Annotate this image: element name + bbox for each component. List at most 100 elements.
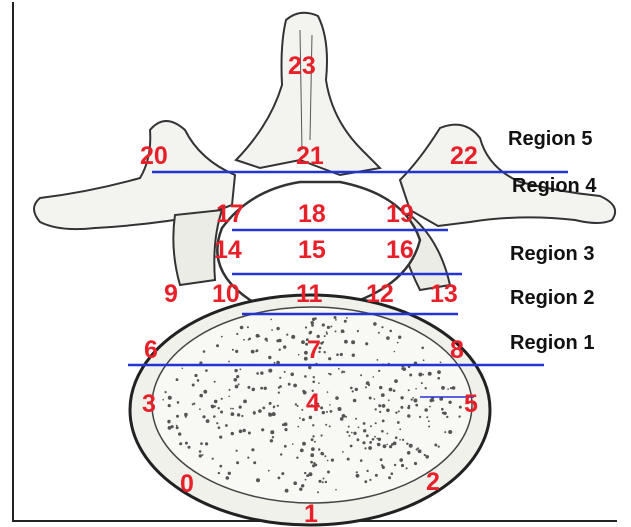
texture-dot: [369, 397, 372, 400]
texture-dot: [216, 422, 218, 424]
texture-dot: [235, 385, 239, 389]
texture-dot: [350, 445, 353, 448]
texture-dot: [248, 338, 251, 341]
region-4-label: Region 4: [512, 175, 597, 197]
texture-dot: [428, 372, 432, 376]
texture-dot: [226, 476, 230, 480]
texture-dot: [304, 472, 306, 474]
texture-dot: [406, 443, 408, 445]
texture-dot: [225, 424, 228, 427]
texture-dot: [310, 453, 314, 457]
texture-dot: [399, 439, 401, 441]
texture-dot: [309, 331, 312, 334]
texture-dot: [346, 317, 348, 319]
texture-dot: [386, 409, 390, 413]
texture-dot: [402, 439, 404, 441]
texture-dot: [288, 383, 291, 386]
texture-dot: [247, 386, 250, 389]
point-label: 8: [450, 336, 464, 364]
texture-dot: [394, 464, 396, 466]
texture-dot: [375, 474, 378, 477]
texture-dot: [329, 404, 331, 406]
texture-dot: [276, 339, 279, 342]
texture-dot: [260, 387, 263, 390]
texture-dot: [395, 412, 397, 414]
texture-dot: [176, 415, 179, 418]
texture-dot: [256, 334, 260, 338]
texture-dot: [360, 459, 363, 462]
texture-dot: [331, 459, 334, 462]
texture-dot: [232, 408, 234, 410]
texture-dot: [282, 423, 285, 426]
texture-dot: [334, 316, 337, 319]
texture-dot: [247, 457, 249, 459]
texture-dot: [262, 407, 265, 410]
texture-dot: [387, 433, 389, 435]
texture-dot: [300, 449, 304, 453]
texture-dot: [297, 426, 299, 428]
texture-dot: [305, 479, 307, 481]
texture-dot: [425, 455, 429, 459]
texture-dot: [295, 403, 297, 405]
texture-dot: [311, 447, 315, 451]
texture-dot: [347, 458, 350, 461]
texture-dot: [399, 458, 403, 462]
texture-dot: [218, 407, 220, 409]
texture-dot: [379, 386, 382, 389]
texture-dot: [386, 336, 390, 340]
texture-dot: [330, 410, 333, 413]
texture-dot: [284, 445, 287, 448]
texture-dot: [248, 432, 251, 435]
texture-dot: [383, 444, 387, 448]
texture-dot: [284, 428, 287, 431]
texture-dot: [355, 388, 358, 391]
point-label: 17: [216, 200, 244, 228]
point-label: 15: [298, 236, 326, 264]
texture-dot: [274, 362, 276, 364]
region-5-label: Region 5: [508, 128, 592, 150]
texture-dot: [399, 428, 401, 430]
texture-dot: [280, 453, 282, 455]
texture-dot: [199, 408, 201, 410]
point-label: 1: [304, 500, 318, 527]
texture-dot: [322, 453, 325, 456]
texture-dot: [378, 438, 381, 441]
texture-dot: [168, 396, 172, 400]
texture-dot: [197, 379, 200, 382]
texture-dot: [341, 329, 345, 333]
texture-dot: [236, 375, 239, 378]
texture-dot: [252, 388, 256, 392]
texture-dot: [459, 406, 462, 409]
texture-dot: [320, 406, 323, 409]
texture-dot: [363, 429, 366, 432]
texture-dot: [235, 350, 238, 353]
texture-dot: [406, 467, 408, 469]
texture-dot: [214, 405, 216, 407]
texture-dot: [273, 407, 275, 409]
point-label: 7: [307, 336, 321, 364]
texture-dot: [434, 444, 437, 447]
texture-dot: [330, 326, 332, 328]
texture-dot: [380, 458, 383, 461]
texture-dot: [433, 400, 435, 402]
texture-dot: [277, 405, 279, 407]
texture-dot: [355, 418, 357, 420]
texture-dot: [328, 357, 331, 360]
texture-dot: [200, 442, 203, 445]
texture-dot: [448, 401, 451, 404]
texture-dot: [458, 415, 460, 417]
texture-dot: [243, 339, 245, 341]
texture-dot: [382, 420, 385, 423]
texture-dot: [416, 448, 418, 450]
texture-dot: [258, 409, 262, 413]
texture-dot: [379, 411, 381, 413]
texture-dot: [292, 443, 294, 445]
texture-dot: [285, 489, 289, 493]
point-label: 21: [296, 142, 324, 170]
point-label: 23: [288, 52, 316, 80]
texture-dot: [342, 451, 344, 453]
texture-dot: [256, 372, 259, 375]
texture-dot: [301, 340, 305, 344]
texture-dot: [278, 477, 281, 480]
texture-dot: [301, 409, 303, 411]
